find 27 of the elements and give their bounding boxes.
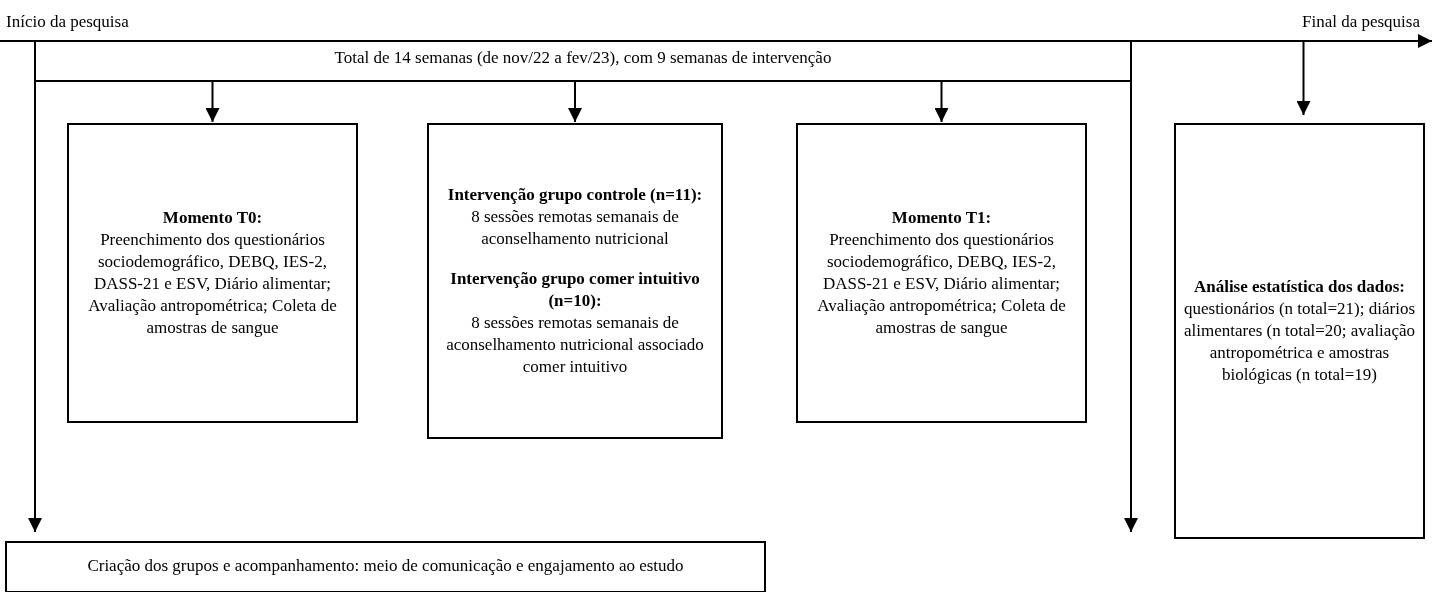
box-text: Preenchimento dos questionários sociodemográfico, DEBQ, IES-2, DASS-21 e ESV, Diário alimentar; Avaliação antropométrica; Coleta de amostras de sangue xyxy=(87,229,338,339)
box-text: questionários (n total=21); diários alimentares (n total=20; avaliação antropométrica e amostras biológicas (n total=19) xyxy=(1183,298,1416,386)
process-box xyxy=(1174,123,1425,539)
box-text: Total de 14 semanas (de nov/22 a fev/23), com 9 semanas de intervenção xyxy=(333,47,833,69)
arrow xyxy=(28,81,42,533)
box-text: Criação dos grupos e acompanhamento: meio de comunicação e engajamento ao estudo xyxy=(86,555,685,577)
process-box xyxy=(5,541,766,592)
box-text: Preenchimento dos questionários sociodemográfico, DEBQ, IES-2, DASS-21 e ESV, Diário alimentar; Avaliação antropométrica; Coleta de amostras de sangue xyxy=(816,229,1067,339)
arrow xyxy=(1296,40,1311,116)
box-heading: Momento T1: xyxy=(890,207,993,229)
arrow xyxy=(934,81,949,123)
box-heading: Momento T0: xyxy=(161,207,264,229)
timeline-label: Final da pesquisa xyxy=(1301,12,1420,32)
arrow xyxy=(205,81,220,123)
arrow xyxy=(1124,81,1138,533)
box-heading: Intervenção grupo controle (n=11): xyxy=(446,184,704,206)
box-text: 8 sessões remotas semanais de aconselhamento nutricional associado comer intuitivo xyxy=(445,312,705,378)
box-text: 8 sessões remotas semanais de aconselhamento nutricional xyxy=(470,206,680,250)
process-box xyxy=(796,123,1087,423)
box-heading: Intervenção grupo comer intuitivo (n=10): xyxy=(449,268,701,312)
timeline-arrow xyxy=(0,34,1433,48)
process-box xyxy=(67,123,358,423)
box-heading: Análise estatística dos dados: xyxy=(1192,276,1407,298)
arrow xyxy=(568,81,582,123)
timeline-label: Início da pesquisa xyxy=(6,12,129,32)
period-bracket xyxy=(34,41,1132,82)
process-box xyxy=(427,123,723,439)
